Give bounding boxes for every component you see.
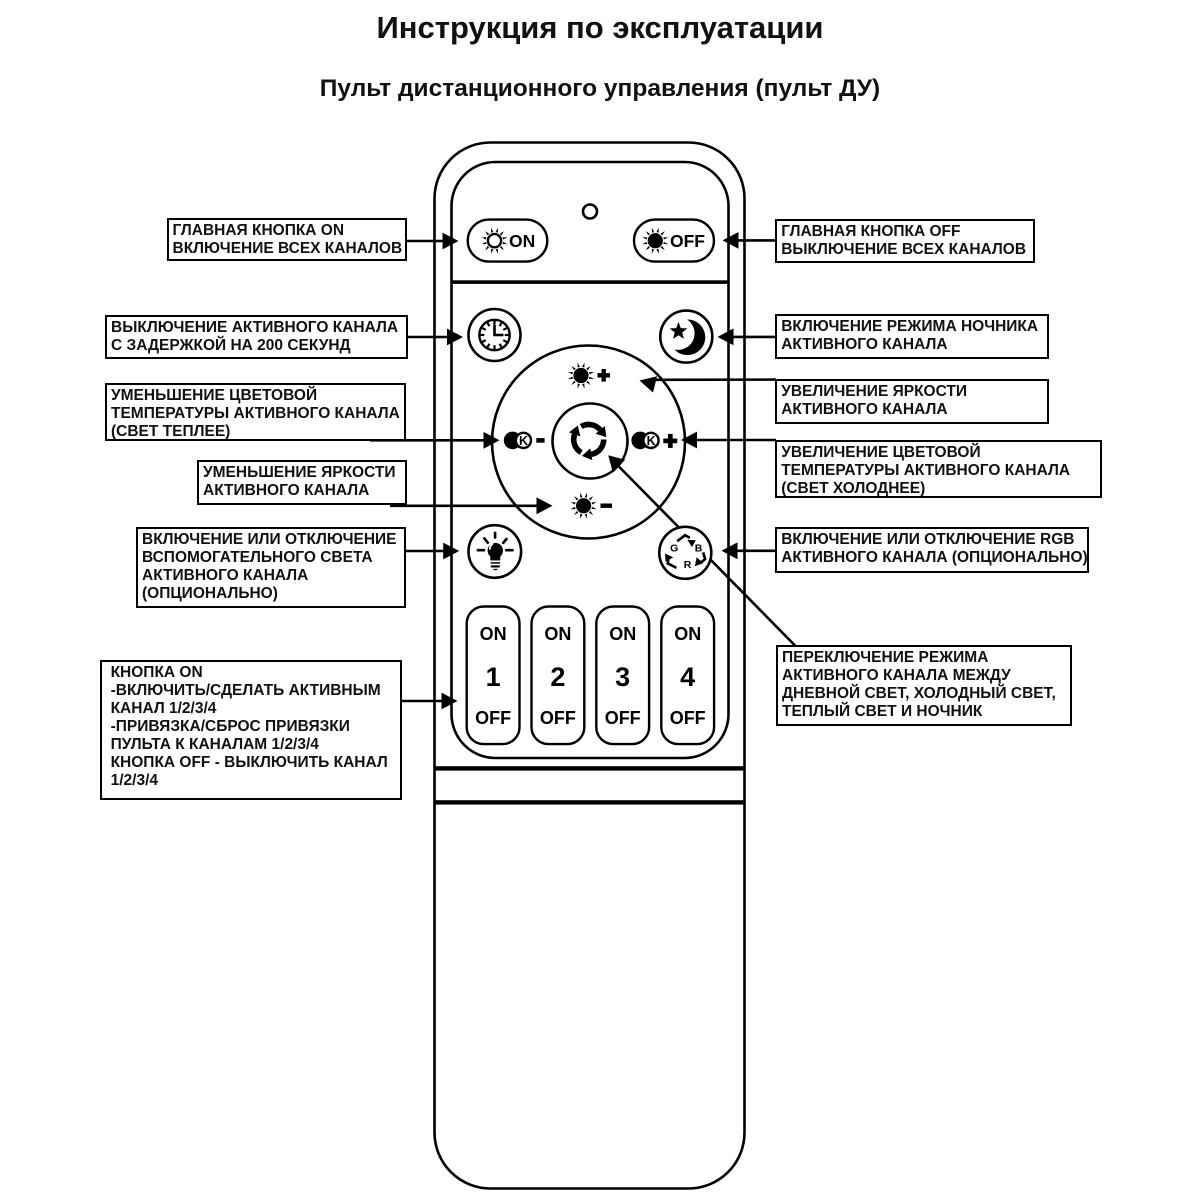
svg-text:OFF: OFF [670,231,705,251]
svg-text:OFF: OFF [475,708,511,728]
svg-text:G: G [670,543,678,555]
svg-text:ON: ON [674,624,701,644]
svg-text:4: 4 [680,662,695,692]
svg-text:ON: ON [480,624,507,644]
svg-text:ON: ON [609,624,636,644]
svg-text:2: 2 [550,662,565,692]
svg-text:3: 3 [615,662,630,692]
svg-text:OFF: OFF [540,708,576,728]
svg-text:R: R [684,559,692,571]
svg-text:1: 1 [486,662,501,692]
svg-text:B: B [695,543,703,555]
svg-text:OFF: OFF [670,708,706,728]
svg-text:ON: ON [509,231,535,251]
svg-text:OFF: OFF [605,708,641,728]
svg-text:ON: ON [544,624,571,644]
